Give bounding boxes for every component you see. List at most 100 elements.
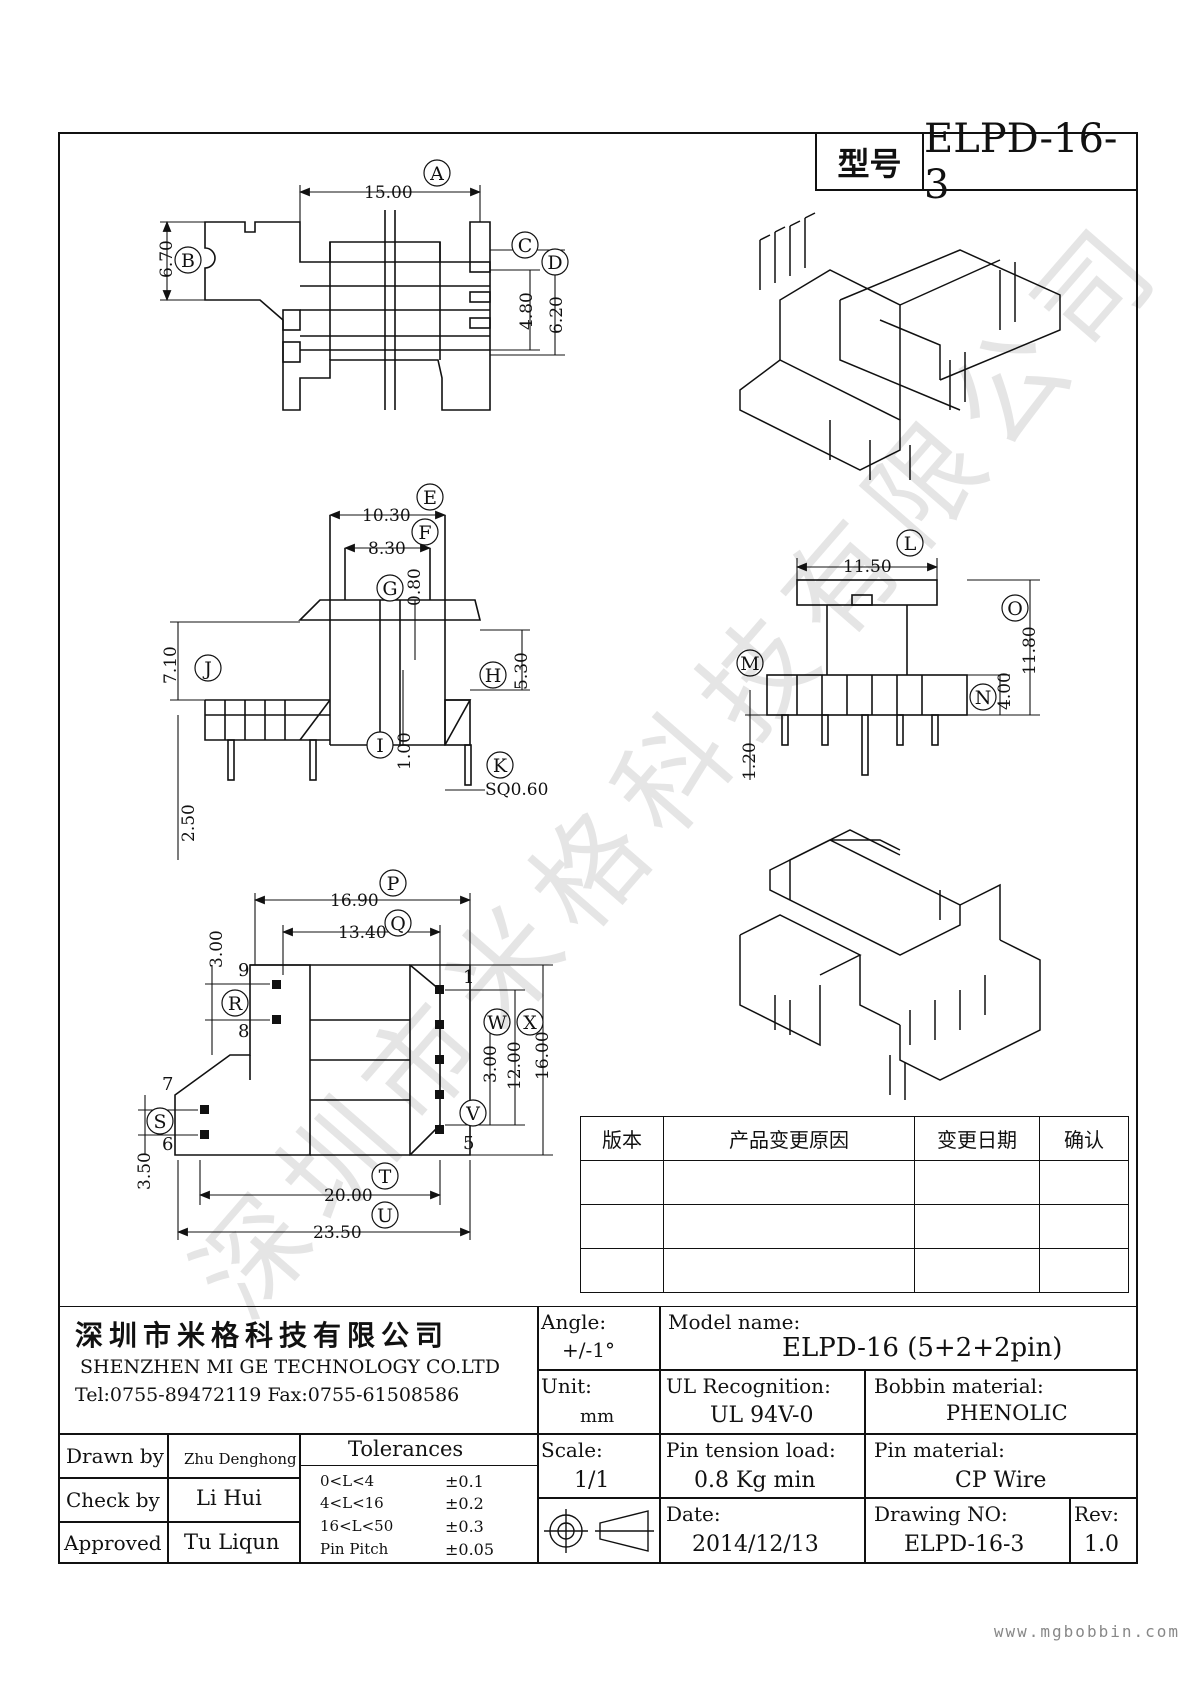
model-name-label: Model name: (668, 1310, 801, 1334)
dim-16-90: 16.90 (330, 891, 379, 911)
balloon-c: C (518, 235, 533, 257)
dim-23-50: 23.50 (313, 1223, 362, 1243)
balloon-k: K (493, 755, 508, 777)
balloon-e: E (423, 487, 437, 509)
balloon-s: S (153, 1111, 166, 1133)
balloon-a: A (429, 163, 444, 185)
dim-6-20: 6.20 (547, 296, 567, 334)
iso-view-top (739, 212, 1061, 480)
pin-number-1: 1 (463, 967, 474, 988)
balloon-v: V (465, 1103, 480, 1125)
tension-label: Pin tension load: (666, 1438, 836, 1462)
dim-4-00: 4.00 (995, 672, 1015, 710)
balloon-w: W (487, 1012, 507, 1034)
balloons (146, 159, 1029, 1229)
dim-13-40: 13.40 (338, 923, 387, 943)
dim-12-00: 12.00 (505, 1041, 525, 1090)
balloon-o: O (1007, 598, 1023, 620)
side-view (766, 579, 968, 776)
revision-table: 版本 产品变更原因 变更日期 确认 (580, 1116, 1129, 1293)
projection-symbol-icon (544, 1509, 654, 1553)
pin-number-7: 7 (162, 1074, 173, 1095)
pin-numbers: 1 5 6 7 8 9 (162, 960, 474, 1155)
pin-material-label: Pin material: (874, 1438, 1005, 1462)
pin-number-8: 8 (238, 1021, 249, 1042)
tol-value-2: ±0.2 (445, 1494, 484, 1513)
company-name-en: SHENZHEN MI GE TECHNOLOGY CO.LTD (80, 1356, 500, 1378)
front-view (204, 515, 482, 786)
ul-value: UL 94V-0 (710, 1403, 814, 1428)
balloon-m: M (740, 653, 759, 675)
balloon-b: B (181, 250, 195, 272)
top-view (204, 210, 491, 411)
drawing-no-label: Drawing NO: (874, 1502, 1008, 1526)
dim-3-00-right: 3.00 (481, 1045, 501, 1083)
pin-number-6: 6 (162, 1134, 173, 1155)
dim-sq0-60: SQ0.60 (485, 780, 548, 800)
angle-value: +/-1° (562, 1338, 615, 1362)
tol-range-1: 0<L<4 (320, 1472, 375, 1490)
dim-0-80: 0.80 (405, 568, 425, 606)
balloon-u: U (377, 1205, 393, 1227)
dim-20-00: 20.00 (324, 1186, 373, 1206)
dim-3-50: 3.50 (135, 1152, 155, 1190)
pin-markers (200, 980, 444, 1139)
dim-16-00: 16.00 (533, 1031, 553, 1080)
scale-label: Scale: (541, 1438, 603, 1462)
rev-header-version: 版本 (580, 1116, 664, 1161)
approved-value: Tu Liqun (184, 1530, 280, 1554)
bobbin-label: Bobbin material: (874, 1374, 1044, 1398)
pin-material-value: CP Wire (955, 1468, 1047, 1493)
balloon-g: G (382, 578, 397, 600)
bottom-view (174, 964, 471, 1156)
dimension-lines (138, 185, 1040, 1240)
balloon-j: J (202, 658, 212, 680)
dimension-values: 15.00 6.70 4.80 6.20 10.30 8.30 0.80 7.1… (135, 183, 1040, 1243)
dim-7-10: 7.10 (161, 646, 181, 684)
scale-value: 1/1 (574, 1468, 610, 1493)
model-name-value: ELPD-16 (5+2+2pin) (782, 1333, 1063, 1363)
unit-label: Unit: (541, 1374, 592, 1398)
company-cell (58, 1306, 538, 1434)
dim-15-00: 15.00 (364, 183, 413, 203)
dim-2-50: 2.50 (179, 804, 199, 842)
dim-6-70: 6.70 (157, 240, 177, 278)
pin-number-9: 9 (238, 960, 249, 981)
date-label: Date: (666, 1502, 721, 1526)
dim-11-50: 11.50 (843, 557, 892, 577)
tol-value-1: ±0.1 (445, 1472, 484, 1491)
balloon-x: X (523, 1012, 537, 1034)
website-url: www.mgbobbin.com (993, 1622, 1180, 1641)
model-label: 型号 (817, 134, 924, 189)
approved-label: Approved (64, 1531, 162, 1555)
tol-range-4: Pin Pitch (320, 1540, 389, 1558)
rev-header-reason: 产品变更原因 (663, 1116, 915, 1161)
ul-label: UL Recognition: (666, 1374, 831, 1398)
balloon-i: I (376, 735, 384, 757)
drawn-by-label: Drawn by (66, 1444, 164, 1468)
angle-label: Angle: (541, 1310, 607, 1334)
drawing-no-value: ELPD-16-3 (904, 1532, 1025, 1557)
balloon-t: T (379, 1166, 392, 1188)
pin-number-5: 5 (463, 1133, 474, 1154)
dim-5-30: 5.30 (512, 652, 532, 690)
dim-1-00: 1.00 (395, 732, 415, 770)
drawn-by-value: Zhu Denghong (184, 1450, 297, 1468)
dim-1-20: 1.20 (740, 742, 760, 780)
date-value: 2014/12/13 (692, 1532, 819, 1557)
tolerances-title: Tolerances (348, 1437, 464, 1461)
tol-value-4: ±0.05 (445, 1540, 495, 1559)
rev-value: 1.0 (1084, 1532, 1119, 1557)
tol-value-3: ±0.3 (445, 1517, 484, 1536)
rev-header-confirm: 确认 (1039, 1116, 1129, 1161)
dim-8-30: 8.30 (368, 539, 406, 559)
balloon-f: F (418, 522, 431, 544)
dim-4-80: 4.80 (517, 292, 537, 330)
iso-view-bottom (739, 829, 1041, 1100)
unit-value: mm (580, 1406, 615, 1427)
rev-label: Rev: (1074, 1502, 1119, 1526)
dim-11-80: 11.80 (1020, 626, 1040, 675)
balloon-r: R (228, 993, 243, 1015)
balloon-n: N (975, 687, 992, 709)
